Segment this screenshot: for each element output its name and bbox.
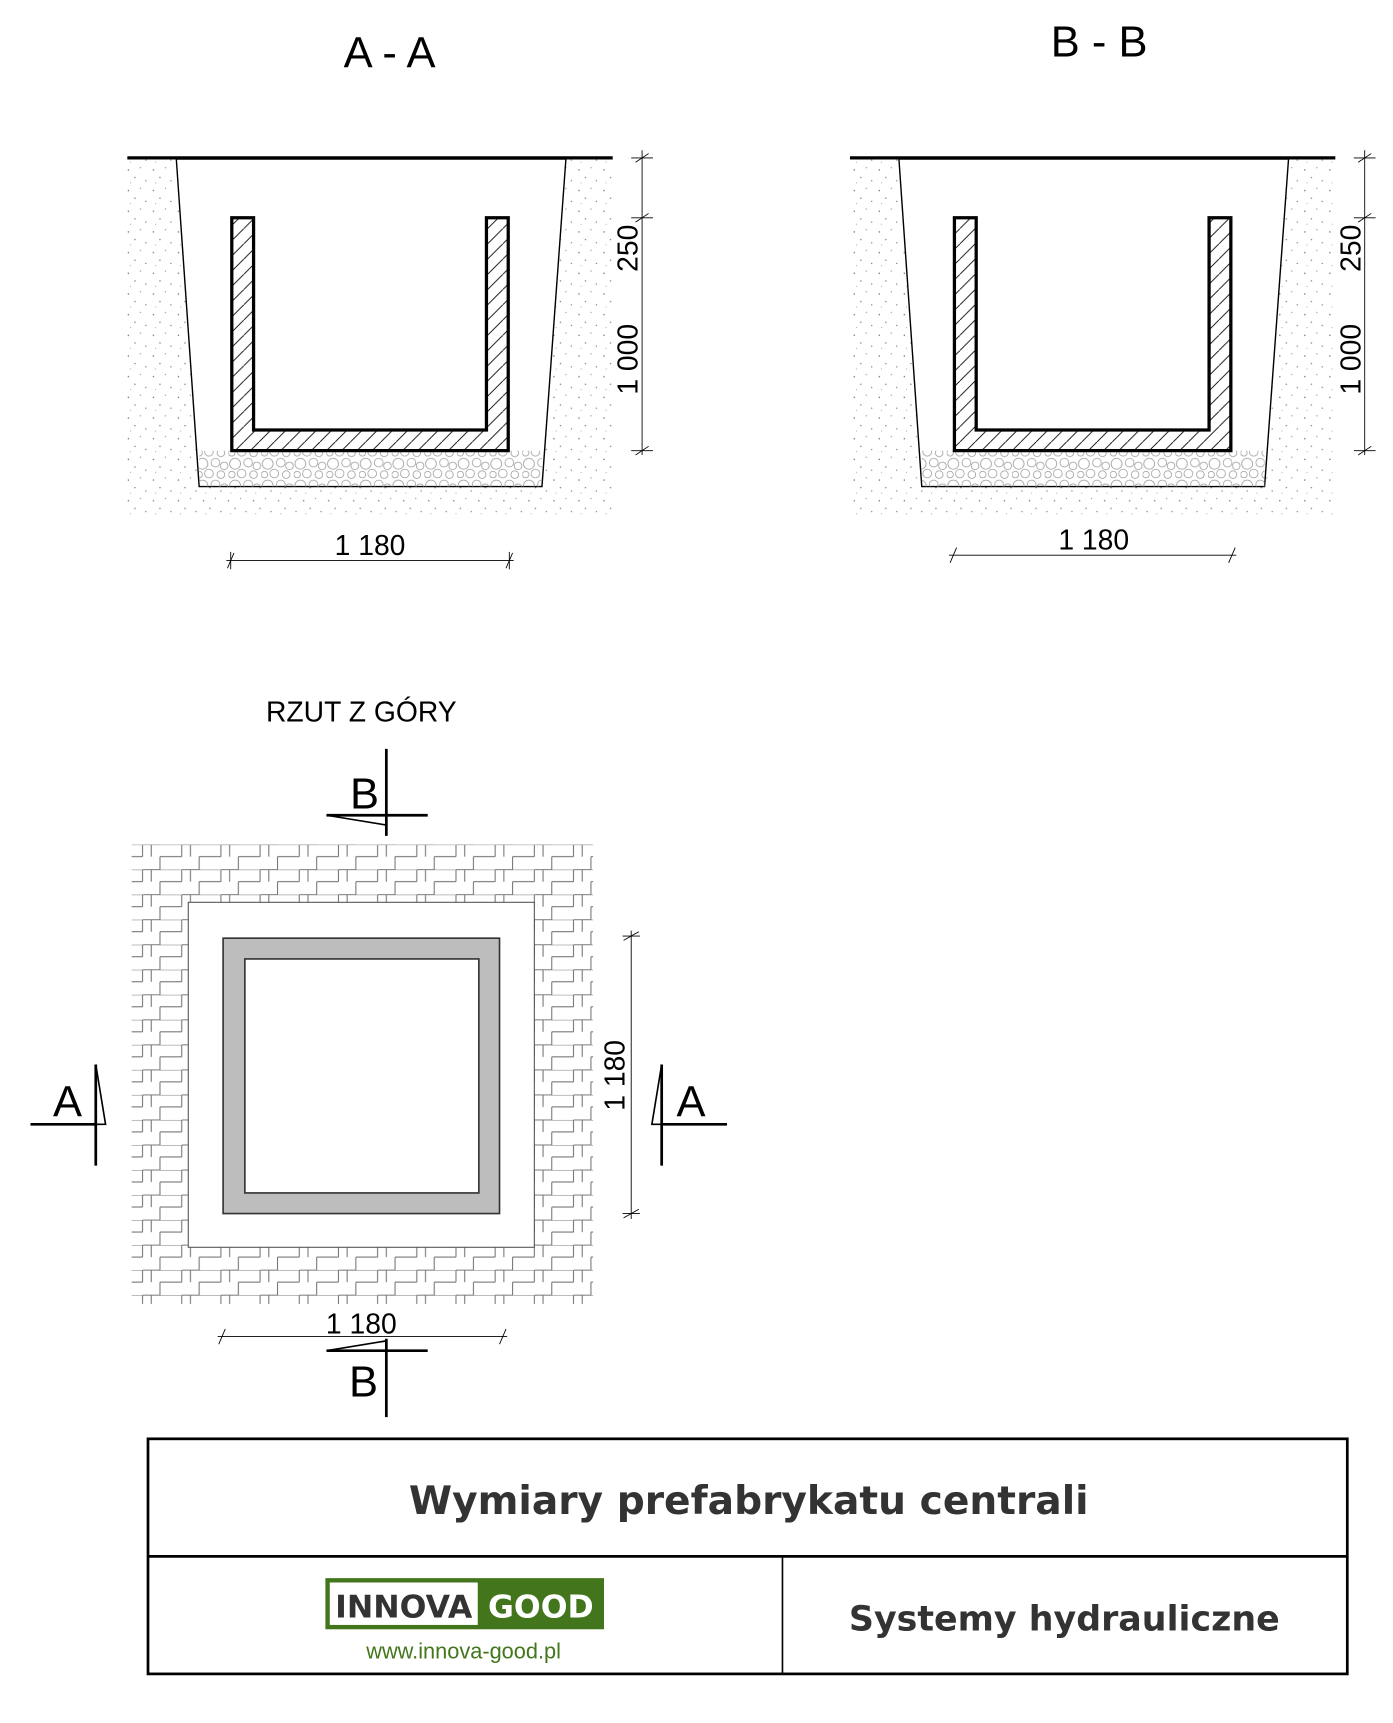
section-bb: B - B 250 1 000 1 180	[849, 19, 1376, 563]
plan-vertical-dimension	[622, 930, 640, 1220]
marker-label-b-top: B	[350, 771, 379, 819]
website-link[interactable]: www.innova-good.pl	[365, 1639, 561, 1664]
dim-1000: 1 000	[612, 324, 644, 395]
concrete-channel	[230, 216, 510, 453]
drawing-subtitle: Systemy hydrauliczne	[849, 1599, 1280, 1639]
section-aa-title: A - A	[344, 30, 436, 78]
horizontal-dimension	[226, 551, 514, 570]
marker-label-a-right: A	[677, 1079, 706, 1127]
section-marker-a-left	[30, 1064, 107, 1166]
plan-view: RZUT Z GÓRY 1 180 1 180 B B A	[30, 696, 727, 1418]
drawing-title: Wymiary prefabrykatu centrali	[409, 1479, 1089, 1524]
horizontal-dimension	[948, 547, 1237, 563]
plan-title: RZUT Z GÓRY	[266, 696, 457, 728]
dim-1180: 1 180	[335, 529, 406, 561]
innova-good-logo: INNOVA GOOD	[325, 1578, 604, 1630]
channel-walls	[222, 937, 501, 1215]
vertical-dimension	[631, 150, 653, 456]
dim-250: 250	[1334, 225, 1366, 272]
gravel-bed	[921, 450, 1265, 487]
dim-250: 250	[612, 225, 644, 272]
section-marker-b-bottom	[326, 1338, 428, 1418]
plan-dim-horizontal: 1 180	[326, 1307, 397, 1339]
paving-gap	[187, 901, 535, 1248]
logo-text-innova: INNOVA	[335, 1589, 473, 1625]
section-marker-a-right	[650, 1064, 727, 1166]
logo-text-good: GOOD	[488, 1589, 594, 1625]
dim-1000: 1 000	[1334, 324, 1366, 395]
vertical-dimension	[1353, 150, 1376, 456]
marker-label-b-bottom: B	[349, 1358, 378, 1406]
marker-label-a-left: A	[53, 1079, 82, 1127]
concrete-channel	[952, 216, 1233, 453]
gravel-bed	[199, 450, 542, 487]
plan-horizontal-dimension	[217, 1328, 508, 1345]
dim-1180: 1 180	[1058, 524, 1129, 556]
section-bb-title: B - B	[1051, 19, 1148, 67]
section-aa: A - A 250 1 000 1 180	[127, 30, 653, 570]
plan-dim-vertical: 1 180	[599, 1040, 631, 1111]
section-marker-b-top	[326, 748, 428, 836]
title-block: Wymiary prefabrykatu centrali INNOVA GOO…	[146, 1437, 1349, 1676]
